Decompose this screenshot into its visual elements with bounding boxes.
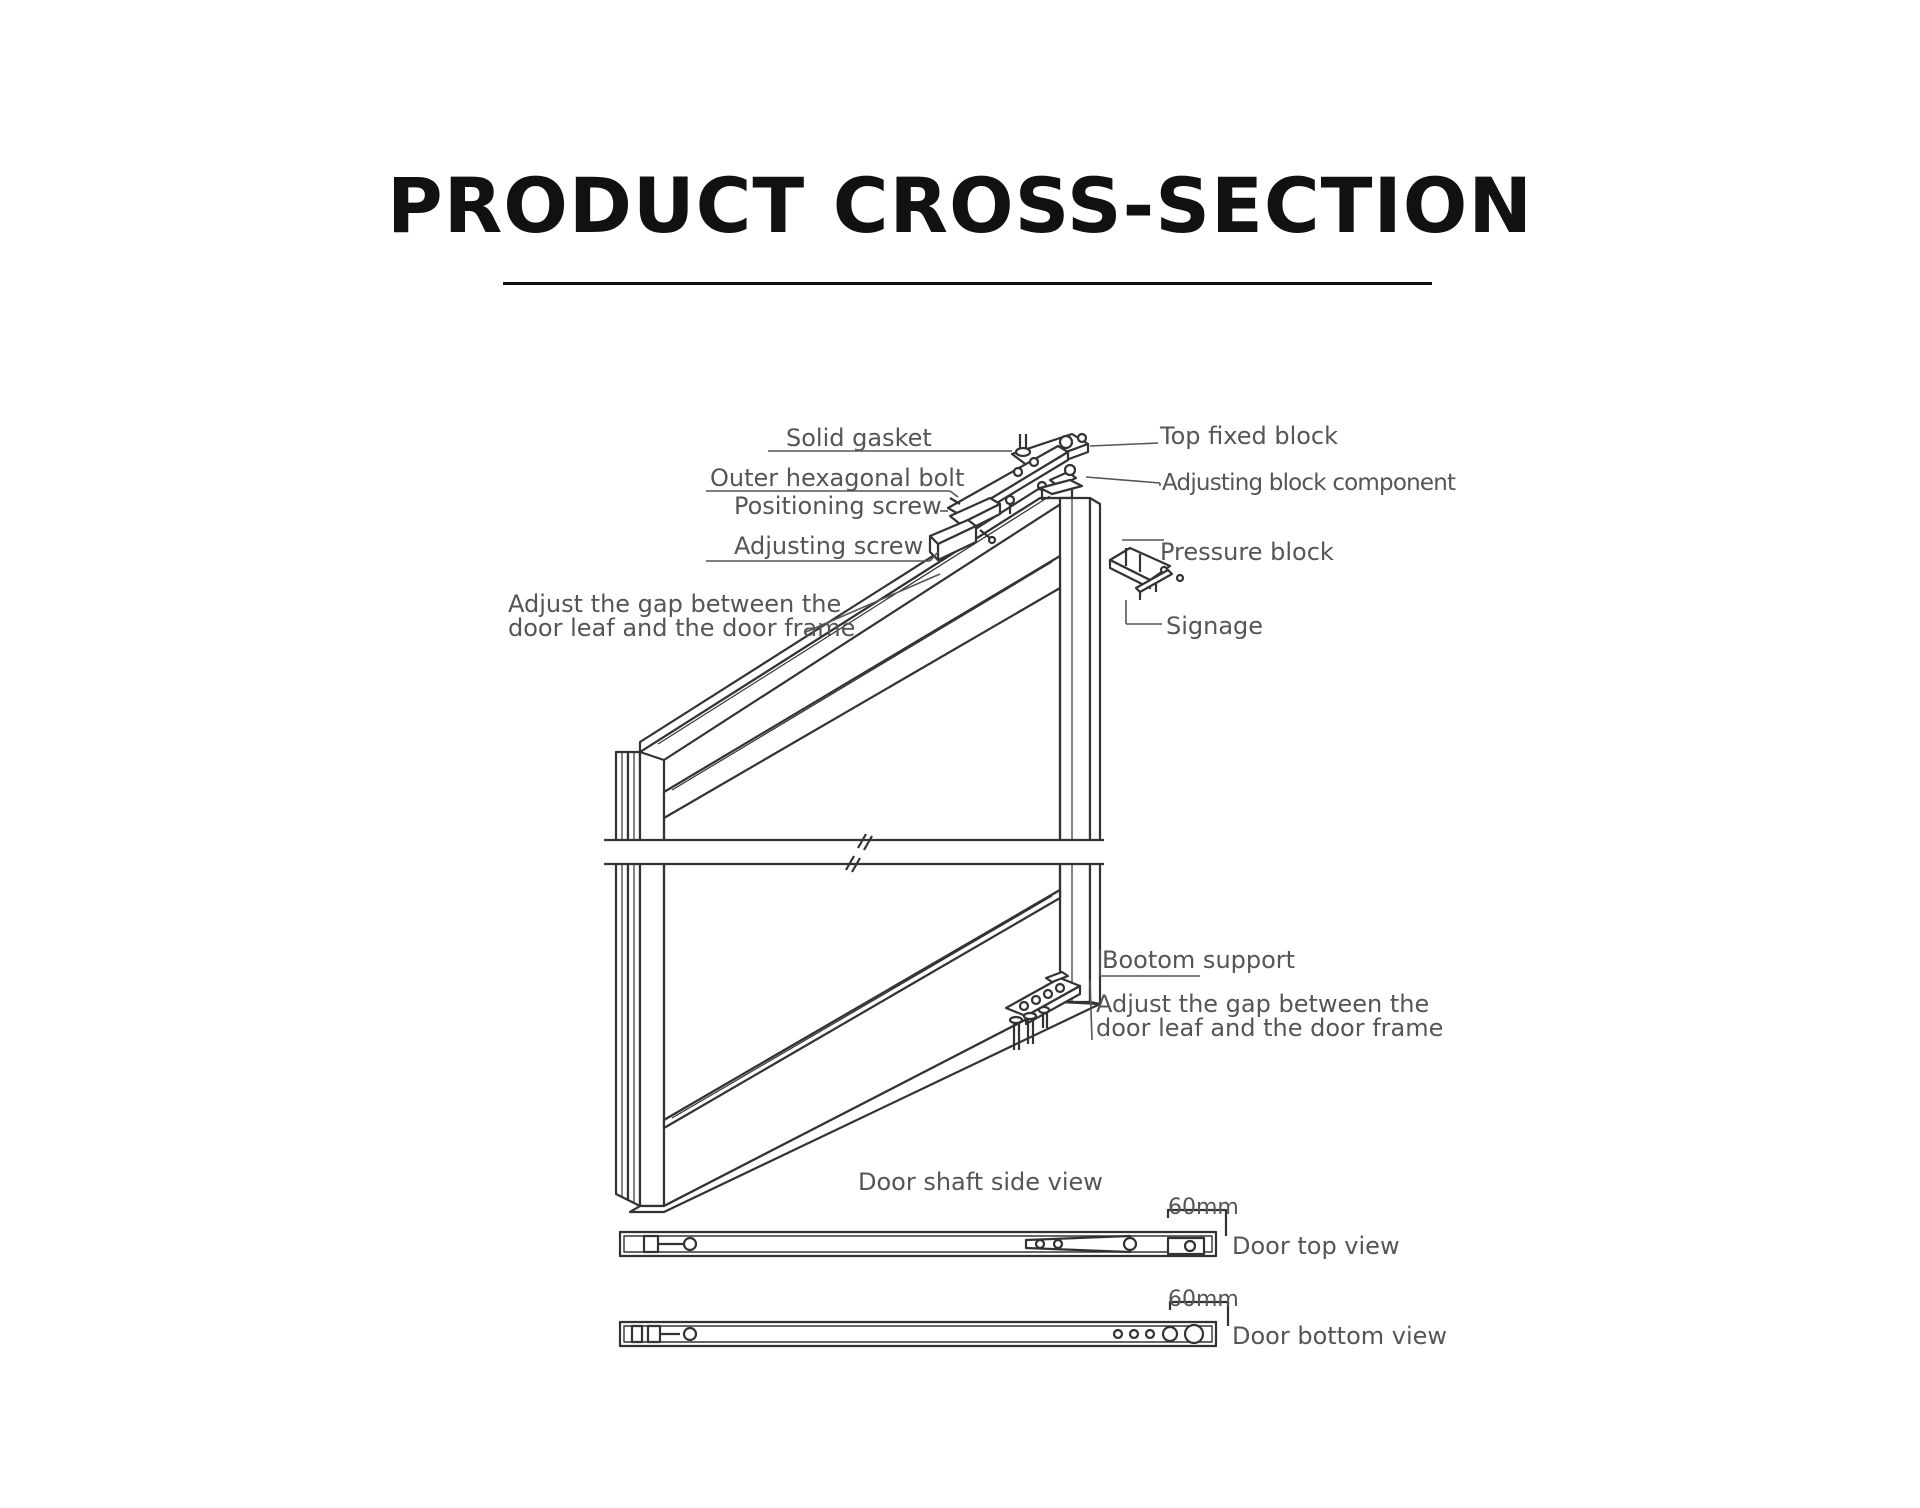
label-adjust-gap-bottom-line2: door leaf and the door frame — [1096, 1014, 1443, 1042]
label-dim-bottom: 60mm — [1168, 1287, 1239, 1312]
leader-lines — [706, 442, 1200, 1041]
break-band — [604, 833, 1104, 873]
label-pressure-block: Pressure block — [1160, 538, 1334, 566]
label-adjust-gap-top-line1: Adjust the gap between the — [508, 590, 841, 618]
label-bottom-support: Bootom support — [1102, 946, 1295, 974]
label-door-top-view: Door top view — [1232, 1232, 1400, 1260]
title-underline — [503, 282, 1432, 285]
label-top-fixed-block: Top fixed block — [1159, 422, 1338, 450]
callout-labels: Solid gasket Outer hexagonal bolt Positi… — [508, 422, 1457, 1350]
top-pivot-hardware — [928, 432, 1090, 562]
label-positioning-screw: Positioning screw — [734, 492, 942, 520]
label-adjust-gap-top-line2: door leaf and the door frame — [508, 614, 855, 642]
door-top-view-bar — [618, 1208, 1228, 1258]
label-door-bottom-view: Door bottom view — [1232, 1322, 1447, 1350]
label-dim-top: 60mm — [1168, 1195, 1239, 1220]
label-adjust-gap-bottom-line1: Adjust the gap between the — [1096, 990, 1429, 1018]
label-adjusting-block-component: Adjusting block component — [1162, 470, 1456, 496]
label-solid-gasket: Solid gasket — [786, 424, 932, 452]
bottom-support-hardware — [1004, 970, 1082, 1050]
door-bottom-view-bar — [618, 1300, 1230, 1348]
page-title: PRODUCT CROSS-SECTION — [387, 161, 1533, 250]
label-outer-hexagonal-bolt: Outer hexagonal bolt — [710, 464, 964, 492]
label-signage: Signage — [1166, 612, 1263, 640]
label-adjusting-screw: Adjusting screw — [734, 532, 923, 560]
label-door-shaft-side-view: Door shaft side view — [858, 1168, 1103, 1196]
pressure-block-hardware — [1108, 546, 1185, 600]
